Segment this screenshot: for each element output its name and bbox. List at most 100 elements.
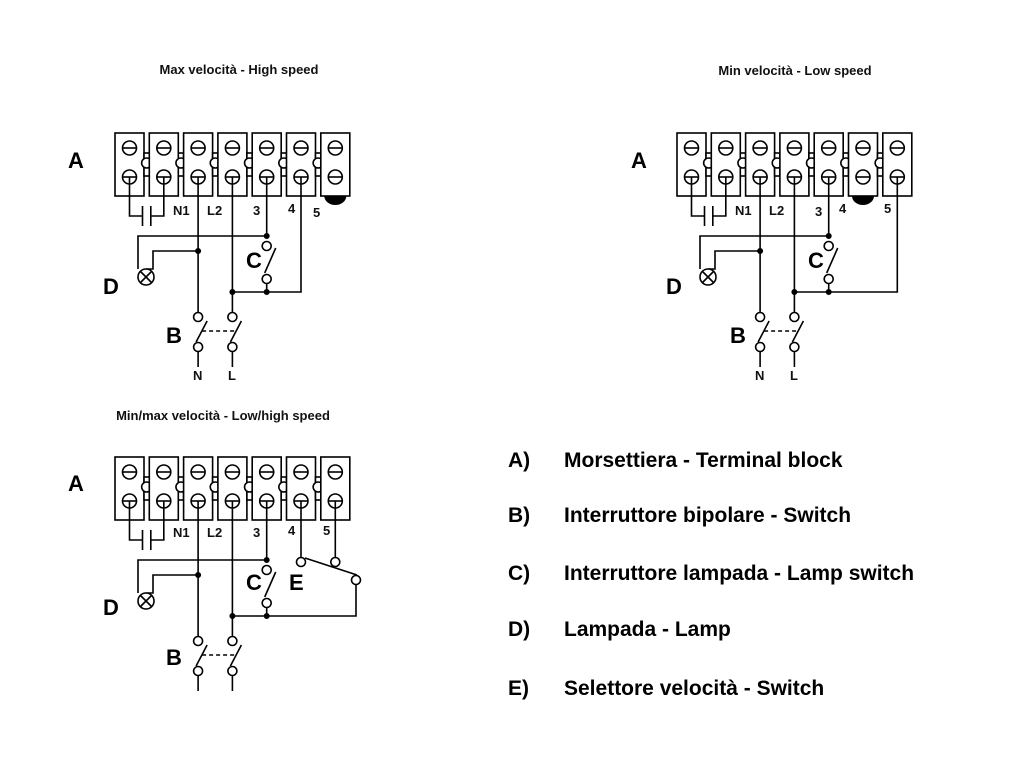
diagram-high-speed: Max velocità - High speed A D C B N1 L2 …	[68, 62, 351, 383]
terminal-label-4: 4	[288, 201, 296, 216]
main-switch-contact	[192, 665, 204, 677]
main-switch-contact	[754, 341, 766, 353]
terminal-label-4: 4	[288, 523, 296, 538]
main-switch-lever	[229, 644, 243, 667]
label-b: B	[166, 323, 182, 348]
terminal-cell	[710, 132, 749, 197]
terminal-cell	[217, 132, 256, 197]
supply-label-n: N	[193, 368, 202, 383]
terminal-cell	[182, 456, 222, 521]
terminal-label-l2: L2	[207, 203, 222, 218]
terminal-block	[114, 132, 351, 205]
wire	[146, 574, 199, 594]
main-switch-contact	[227, 665, 238, 677]
wire	[137, 177, 268, 269]
selector-contact	[295, 556, 307, 568]
label-e: E	[289, 570, 304, 595]
switch-contact	[261, 597, 273, 609]
lamp-cross	[139, 270, 153, 284]
wire	[146, 250, 199, 270]
terminal-cell	[148, 132, 187, 197]
legend-key: E)	[508, 677, 529, 700]
terminal-cell	[319, 456, 351, 521]
legend-item-c: C)Interruttore lampada - Lamp switch	[508, 562, 914, 586]
wire	[137, 501, 268, 593]
wire	[128, 501, 143, 541]
terminal-label-5: 5	[323, 523, 330, 538]
selector-lever	[304, 557, 358, 576]
terminal-label-3: 3	[253, 525, 260, 540]
label-d: D	[666, 274, 682, 299]
main-switch-lever	[791, 320, 805, 343]
wire	[712, 177, 727, 217]
lamp-cross	[139, 594, 153, 608]
terminal-cell	[285, 132, 324, 197]
jumper-plug-icon	[852, 196, 874, 205]
wire	[150, 501, 165, 541]
terminal-cell	[217, 456, 256, 521]
terminal-cell	[319, 132, 351, 197]
label-a: A	[68, 148, 84, 173]
terminal-cell	[744, 132, 784, 197]
wire	[266, 585, 357, 617]
supply-label-l: L	[790, 368, 798, 383]
main-switch-lever	[195, 644, 208, 667]
wire	[266, 177, 302, 293]
wire	[690, 177, 705, 217]
terminal-label-3: 3	[815, 204, 822, 219]
switch-lever	[825, 247, 839, 274]
diagram-low-speed: Min velocità - Low speed A D C B N1 L2 3…	[631, 63, 913, 383]
terminal-label-l2: L2	[769, 203, 784, 218]
terminal-cell	[813, 132, 852, 197]
switch-lever	[263, 247, 277, 274]
terminal-label-5: 5	[313, 205, 320, 220]
legend-item-d: D) Lampada - Lamp	[508, 618, 731, 642]
selector-contact	[350, 574, 362, 586]
switch-contact	[823, 240, 835, 252]
supply-label-n: N	[755, 368, 764, 383]
terminal-label-n1: N1	[173, 525, 190, 540]
switch-contact	[823, 273, 835, 285]
wire	[708, 250, 761, 270]
terminal-label-3: 3	[253, 203, 260, 218]
legend-key: D)	[508, 618, 531, 641]
terminal-cell	[251, 132, 290, 197]
label-a: A	[631, 148, 647, 173]
main-switch-lever	[757, 320, 770, 343]
switch-contact	[261, 564, 273, 576]
legend-item-b: B)Interruttore bipolare - Switch	[508, 504, 851, 528]
terminal-cell	[285, 456, 324, 521]
terminal-cell	[779, 132, 818, 197]
terminal-cell	[182, 132, 222, 197]
wire	[128, 177, 143, 217]
lamp-cross	[701, 270, 715, 284]
terminal-label-4: 4	[839, 201, 847, 216]
terminal-label-n1: N1	[735, 203, 752, 218]
junction-dot	[263, 233, 270, 240]
wire	[699, 177, 830, 269]
terminal-cell	[676, 132, 715, 197]
legend-key: A)	[508, 449, 531, 472]
legend-item-a: A)Morsettiera - Terminal block	[508, 449, 843, 473]
legend-item-e: E) Selettore velocità - Switch	[508, 677, 824, 701]
legend-text: Lampada - Lamp	[564, 618, 731, 641]
main-switch-contact	[789, 311, 800, 323]
wire	[828, 177, 899, 293]
switch-contact	[261, 273, 273, 285]
main-switch-contact	[754, 311, 766, 323]
switch-lever	[263, 571, 277, 598]
terminal-cell	[114, 132, 153, 197]
terminal-label-5: 5	[884, 201, 891, 216]
label-d: D	[103, 595, 119, 620]
terminal-cell	[114, 456, 153, 521]
junction-dot	[825, 233, 832, 240]
diagram-title: Min velocità - Low speed	[718, 63, 871, 78]
diagram-low-high-speed: Min/max velocità - Low/high speed A D C …	[68, 408, 362, 691]
label-a: A	[68, 471, 84, 496]
legend-key: C)	[508, 562, 531, 585]
junction-dot	[263, 556, 270, 563]
main-switch-contact	[227, 311, 238, 323]
diagram-title: Max velocità - High speed	[160, 62, 319, 77]
legend-text: Selettore velocità - Switch	[564, 677, 825, 700]
main-switch-contact	[789, 341, 800, 353]
